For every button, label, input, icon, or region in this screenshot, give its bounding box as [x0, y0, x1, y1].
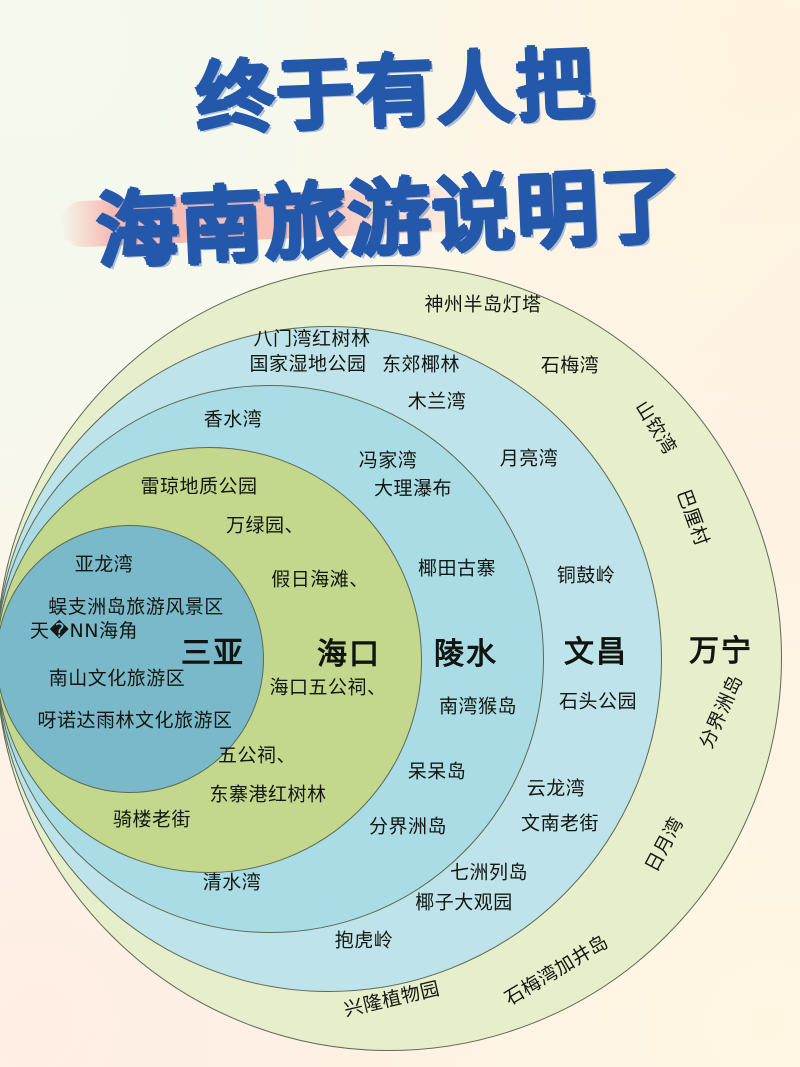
spot-daidai-island: 呆呆岛 [407, 760, 467, 783]
spot-shimei-bay: 石梅湾 [540, 354, 600, 377]
spot-haikou-wugongci: 海口五公祠、 [269, 676, 387, 699]
spot-tianya-haijiao: 天�NN海角 [30, 620, 138, 643]
ring-label-sanya: 三亚 [181, 636, 245, 671]
spot-leiqiong-geopark: 雷琼地质公园 [140, 475, 258, 498]
ring-label-haikou: 海口 [317, 637, 381, 672]
spot-qizhou-islands: 七洲列岛 [449, 861, 529, 884]
spot-yanoda-rainforest: 呀诺达雨林文化旅游区 [37, 709, 233, 732]
spot-yalong-bay: 亚龙湾 [74, 553, 134, 576]
spot-yunlong-bay: 云龙湾 [526, 777, 586, 800]
spot-mulan-bay: 木兰湾 [407, 390, 467, 413]
spot-qilou-old-street: 骑楼老街 [112, 808, 192, 831]
spot-nanwan-monkey: 南湾猴岛 [438, 695, 518, 718]
spot-dali-waterfall: 大理瀑布 [373, 477, 453, 500]
spot-nanshan-culture: 南山文化旅游区 [48, 667, 186, 690]
spot-stone-park: 石头公园 [558, 690, 638, 713]
spot-dongzhaigang-mangrove: 东寨港红树林 [209, 783, 327, 806]
spot-fenjiezhou-island: 分界洲岛 [368, 815, 448, 838]
spot-baohu-ridge: 抱虎岭 [334, 929, 394, 952]
spot-qingshui-bay: 清水湾 [202, 871, 262, 894]
ring-label-lingshui: 陵水 [434, 637, 498, 672]
spot-xiangshui-bay: 香水湾 [203, 408, 263, 431]
spot-yetian-village: 椰田古寨 [417, 557, 497, 580]
spot-bamen-mangrove: 八门湾红树林 [253, 328, 371, 351]
ring-sanya[interactable] [0, 525, 264, 793]
spot-tonggu-ridge: 铜鼓岭 [556, 564, 616, 587]
spot-holiday-beach: 假日海滩、 [271, 568, 369, 591]
spot-fengjia-bay: 冯家湾 [358, 449, 418, 472]
spot-wuzhizhou-island: 蜈支洲岛旅游风景区 [48, 596, 224, 619]
spot-wennan-old-street: 文南老街 [520, 812, 600, 835]
ring-label-wanning: 万宁 [689, 634, 753, 669]
spot-guojia-wetland: 国家湿地公园 [249, 353, 367, 376]
spot-coconut-garden: 椰子大观园 [415, 891, 513, 914]
ring-label-wenchang: 文昌 [564, 635, 628, 670]
spot-moon-bay: 月亮湾 [499, 447, 559, 470]
spot-dongjiao-coconut: 东郊椰林 [381, 353, 461, 376]
spot-shenzhou-lighthouse: 神州半岛灯塔 [424, 293, 542, 316]
spot-wugongci: 五公祠、 [217, 744, 297, 767]
spot-wanlu-garden: 万绿园、 [225, 514, 305, 537]
